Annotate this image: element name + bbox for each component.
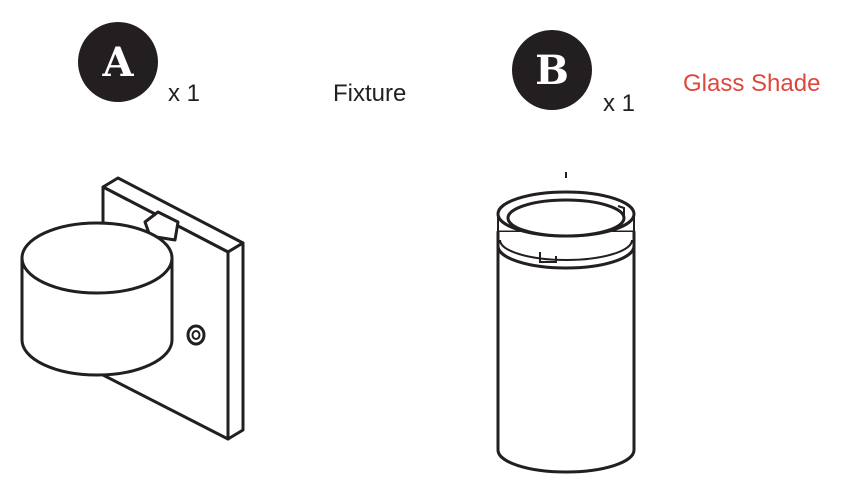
part-b-label: Glass Shade (683, 70, 821, 97)
shade-notch-right (617, 205, 625, 216)
fixture-cylinder-top (20, 221, 174, 295)
shade-rim-inner (506, 198, 626, 238)
part-a-quantity: x 1 (168, 80, 201, 107)
shade-thread-band (496, 232, 636, 270)
part-a-label: Fixture (333, 80, 407, 107)
part-b-badge: B (512, 30, 592, 110)
shade-tube (496, 230, 636, 474)
part-b-quantity: x 1 (603, 90, 636, 117)
shade-notch-left (539, 252, 557, 263)
part-a-badge: A (78, 22, 158, 102)
screw-icon (186, 324, 206, 346)
